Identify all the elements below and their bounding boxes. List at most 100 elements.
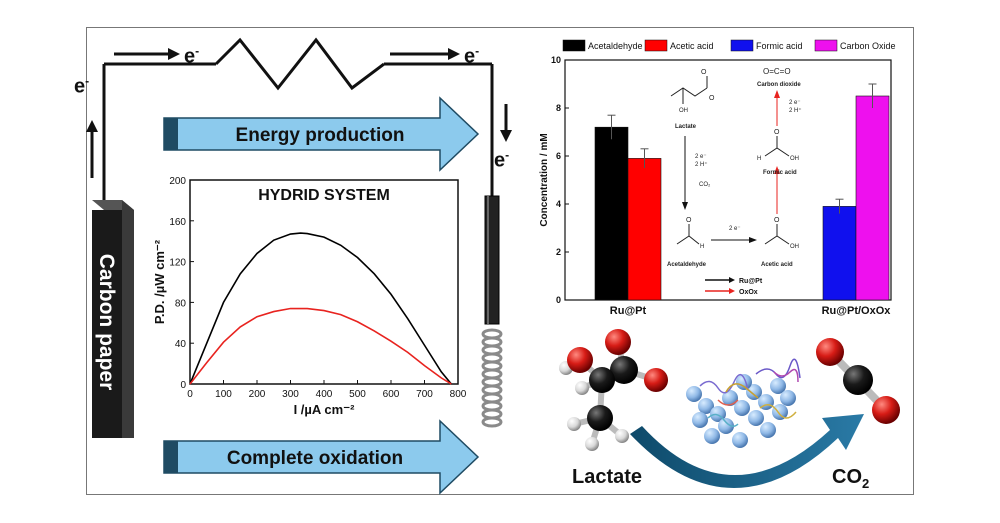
bar — [627, 158, 662, 301]
pd-x-tick-label: 400 — [316, 389, 333, 400]
molecule-scene — [559, 329, 900, 489]
electron-label-top-1: e- — [184, 44, 200, 68]
bar-legend-swatch — [730, 39, 754, 52]
formic-h-atom: H — [757, 156, 761, 162]
step-protons-label: 2 H⁺ — [789, 107, 802, 114]
complete-oxidation-banner: Complete oxidation — [163, 419, 480, 495]
acetic-oh-label: OH — [790, 244, 799, 250]
lactate-o-atom: O — [701, 69, 707, 76]
electron-arrow-right-2 — [390, 48, 460, 60]
bar-category-label: Ru@Pt — [610, 305, 647, 317]
step-electrons-label: 2 e⁻ — [729, 226, 741, 232]
pd-series-line-2 — [189, 307, 452, 385]
pd-x-tick-label: 100 — [215, 389, 232, 400]
arrowhead — [749, 237, 757, 243]
spring-coil — [481, 328, 503, 428]
acetic-name-label: Acetic acid — [761, 262, 793, 268]
pd-plot-area — [189, 179, 459, 385]
resistor — [214, 37, 385, 91]
step-electrons-label: 2 e⁻ — [789, 100, 801, 106]
arrowhead — [682, 202, 688, 210]
pd-y-tick-label: 40 — [175, 339, 187, 350]
bar-y-axis-label: Concentration / mM — [539, 133, 550, 226]
lactate-o-atom: O — [709, 95, 715, 102]
step-electrons-label: 2 e⁻ — [695, 154, 707, 160]
bar-y-tick-label: 4 — [556, 199, 561, 209]
acetic-o-atom: O — [774, 217, 780, 224]
energy-production-label: Energy production — [236, 125, 405, 146]
bar-legend-swatch — [562, 39, 586, 52]
arrowhead — [774, 90, 780, 98]
electron-arrow-down — [500, 104, 512, 142]
pd-y-tick-label: 120 — [169, 258, 186, 269]
acetaldehyde-h-atom: H — [700, 244, 704, 250]
bar-y-tick-label: 2 — [556, 247, 561, 257]
acetaldehyde-name-label: Acetaldehyde — [667, 262, 707, 268]
bar — [594, 126, 629, 301]
pd-x-tick-label: 800 — [450, 389, 467, 400]
pd-x-tick-label: 300 — [282, 389, 299, 400]
bar-legend-label: Acetic acid — [670, 41, 714, 51]
acetaldehyde-o-atom: O — [686, 217, 692, 224]
carbon-paper-electrode: Carbon paper — [92, 200, 134, 438]
bar-legend-swatch — [814, 39, 838, 52]
carbon-paper-label: Carbon paper — [95, 254, 118, 391]
pd-x-tick-label: 500 — [349, 389, 366, 400]
bar-y-tick-label: 6 — [556, 151, 561, 161]
co2-molecule — [816, 338, 900, 424]
pd-y-tick-label: 0 — [180, 380, 186, 391]
bar — [822, 206, 857, 301]
bar-y-tick-label: 10 — [551, 55, 561, 65]
co2-structure: O=C=O — [763, 67, 791, 76]
arrowhead — [729, 288, 735, 294]
legend-rupt-label: Ru@Pt — [739, 278, 763, 285]
arrowhead — [774, 166, 780, 174]
conversion-arrow — [630, 414, 864, 489]
electron-label-top-2: e- — [464, 44, 480, 68]
pd-x-tick-label: 600 — [383, 389, 400, 400]
electron-arrow-right-1 — [114, 48, 180, 60]
enzyme-electrode — [481, 195, 503, 428]
pd-x-axis-label: I /µA cm⁻² — [294, 402, 355, 417]
co2-release-label: CO₂ — [699, 182, 711, 188]
step-protons-label: 2 H⁺ — [695, 161, 708, 168]
formic-name-label: Formic acid — [763, 170, 797, 176]
pd-y-axis-label: P.D. /µW cm⁻² — [152, 239, 167, 324]
electron-label-right: e- — [494, 148, 510, 172]
bar-y-tick-label: 8 — [556, 103, 561, 113]
pd-y-tick-label: 80 — [175, 298, 187, 309]
lactate-structure — [670, 87, 708, 97]
legend-oxox-label: OxOx — [739, 289, 758, 296]
lactate-molecule — [559, 329, 668, 451]
bar-y-tick-label: 0 — [556, 295, 561, 305]
pd-x-tick-label: 0 — [187, 389, 193, 400]
pd-chart-title: HYDRID SYSTEM — [258, 187, 390, 204]
lactate-oh-label: OH — [679, 108, 688, 114]
bar-category-label: Ru@Pt/OxOx — [822, 305, 892, 317]
electron-label-left: e- — [74, 74, 90, 98]
arrowhead — [729, 277, 735, 283]
complete-oxidation-label: Complete oxidation — [227, 448, 403, 469]
pd-series-line-1 — [189, 232, 452, 385]
bar — [855, 95, 890, 301]
co2-molecule-label: CO2 — [832, 466, 870, 491]
formic-o-atom: O — [774, 129, 780, 136]
lactate-molecule-label: Lactate — [572, 466, 643, 488]
pd-x-tick-label: 200 — [249, 389, 266, 400]
energy-production-banner: Energy production — [163, 96, 480, 172]
lactate-name-label: Lactate — [675, 124, 697, 130]
pd-x-tick-label: 700 — [416, 389, 433, 400]
pd-y-tick-label: 200 — [169, 176, 186, 187]
electron-arrow-up — [86, 120, 98, 178]
pd-y-tick-label: 160 — [169, 217, 186, 228]
carbon-dioxide-name-label: Carbon dioxide — [757, 82, 801, 88]
bar-legend-label: Carbon Oxide — [840, 41, 896, 51]
bar-legend-label: Formic acid — [756, 41, 803, 51]
bar-legend-swatch — [644, 39, 668, 52]
enzyme-nanoparticles-icon — [686, 358, 801, 448]
bar-legend-label: Acetaldehyde — [588, 41, 643, 51]
